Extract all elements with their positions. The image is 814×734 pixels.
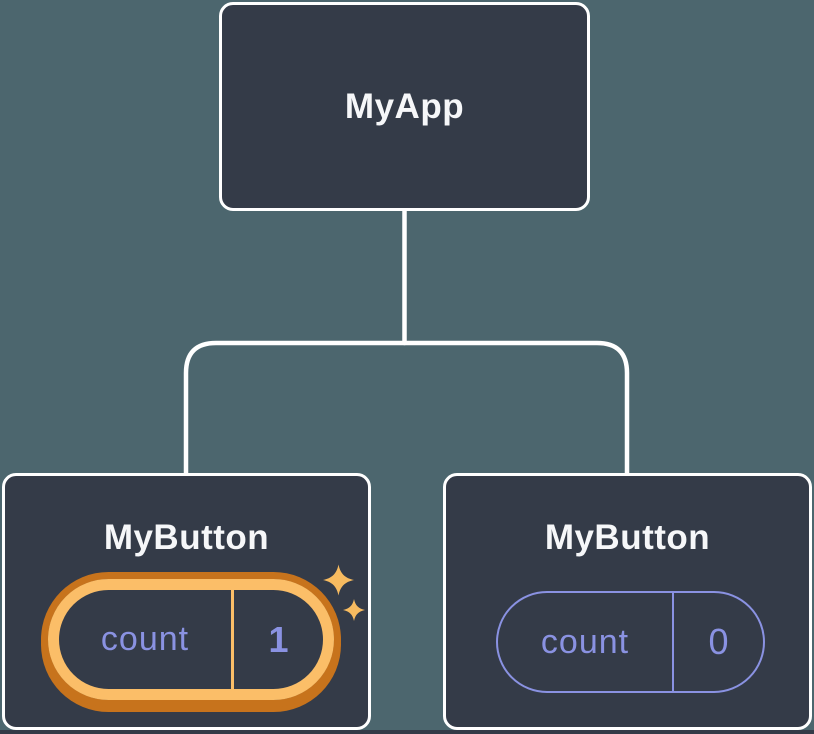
state-key: count [540, 622, 630, 661]
state-pill-highlighted: count 1 [48, 579, 334, 700]
state-key: count [100, 620, 190, 658]
state-pill-divider [672, 593, 674, 691]
bottom-edge-strip [0, 730, 814, 734]
node-mybutton-plain-label: MyButton [544, 518, 711, 557]
sparkle-icon-large [323, 564, 354, 596]
state-pill-divider [231, 590, 234, 689]
state-value: 0 [708, 621, 729, 662]
node-myapp: MyApp [219, 2, 590, 211]
state-pill-plain: count 0 [496, 591, 765, 693]
state-value: 1 [268, 618, 289, 660]
sparkle-icon-small [343, 599, 365, 621]
connector-branch [183, 340, 630, 477]
node-mybutton-updated: MyButton count 1 [2, 473, 371, 730]
node-mybutton-updated-label: MyButton [103, 518, 270, 557]
node-mybutton-plain: MyButton count 0 [443, 473, 812, 730]
node-myapp-label: MyApp [344, 86, 465, 126]
